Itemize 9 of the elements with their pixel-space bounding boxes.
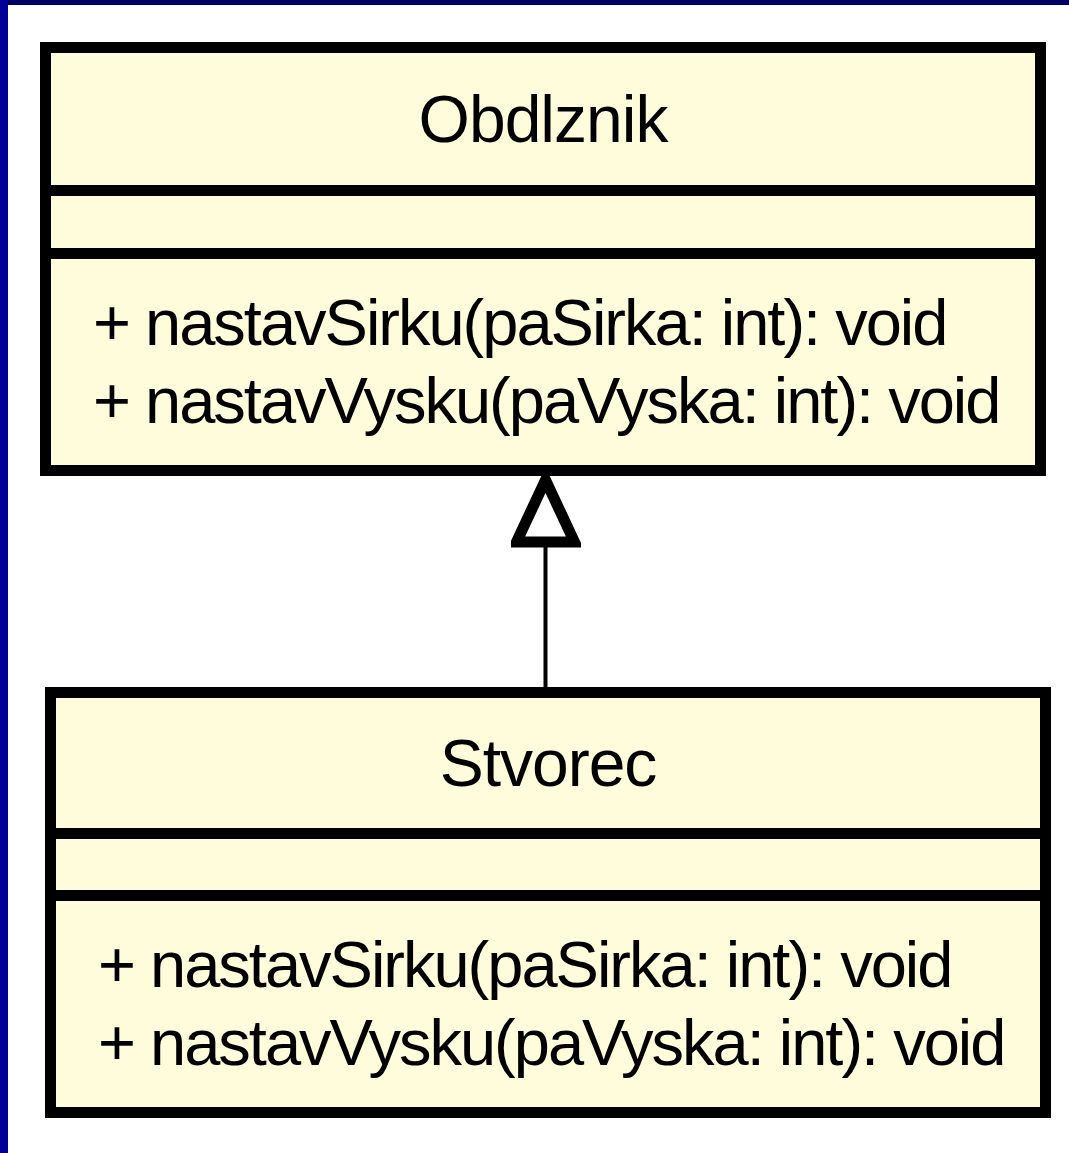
class-name: Obdlznik — [418, 81, 668, 157]
generalization-arrow — [511, 474, 580, 687]
method-signature: + nastavVysku(paVyska: int): void — [93, 363, 1001, 439]
class-name: Stvorec — [439, 725, 657, 801]
method-signature: + nastavVysku(paVyska: int): void — [98, 1005, 1006, 1081]
method-signature: + nastavSirku(paSirka: int): void — [98, 927, 953, 1003]
uml-class-box — [45, 687, 1051, 1118]
method-signature: + nastavSirku(paSirka: int): void — [93, 285, 948, 361]
uml-class-box — [40, 42, 1046, 476]
